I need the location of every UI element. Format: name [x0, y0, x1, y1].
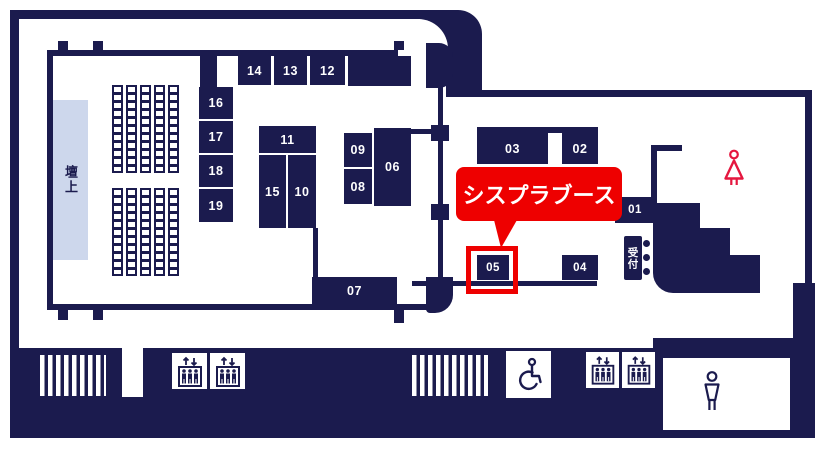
stair-step-1 [653, 203, 700, 232]
wall-right-horizontal [455, 90, 812, 97]
pillar-bottom-a [58, 310, 68, 320]
seating-column [168, 85, 179, 173]
stage-label: 壇上 [63, 165, 78, 195]
elevator-icon [172, 353, 207, 389]
seating-column [112, 188, 123, 276]
wall-thin-vertical [438, 141, 443, 204]
elevator-icon [210, 353, 245, 389]
pillar-bottom-b [93, 310, 103, 320]
band-opening [122, 348, 143, 397]
pillar-top-c [394, 41, 404, 50]
seating-column [140, 188, 151, 276]
wall-thin-horizontal [398, 304, 430, 310]
seating-column [140, 85, 151, 173]
booth-12: 12 [310, 56, 345, 85]
pillar-rounded-bottom [426, 277, 453, 313]
reception-dot [643, 240, 650, 247]
stair-step-3 [653, 255, 760, 293]
stairs-icon [412, 355, 488, 396]
wall-thin-horizontal [411, 129, 432, 134]
booth-08: 08 [344, 169, 372, 204]
booth-19: 19 [199, 189, 233, 222]
hall-wall-bottom [47, 304, 398, 310]
highlight-callout-tail [494, 220, 517, 248]
seating-column [126, 188, 137, 276]
wall-booth-bar [477, 127, 598, 133]
pillar-square-b [431, 204, 449, 220]
booth-13: 13 [274, 56, 307, 85]
booth-10: 10 [288, 155, 316, 228]
reception-dot [643, 254, 650, 261]
seating-column [154, 188, 165, 276]
wall-thin-vertical [438, 220, 443, 278]
pillar-bottom-c [394, 310, 404, 323]
booth-16: 16 [199, 87, 233, 119]
stage-area: 壇上 [53, 100, 88, 260]
wall-thin-horizontal [412, 281, 597, 286]
highlight-frame [466, 246, 518, 294]
seating-column [126, 85, 137, 173]
highlight-callout-label: シスプラブース [456, 167, 622, 221]
bottom-band [10, 348, 653, 438]
women-toilet-icon [724, 149, 744, 185]
hall-wall-left [47, 50, 53, 310]
wall-right-vertical [805, 90, 812, 287]
elevator-icon [622, 352, 655, 388]
booth-03: 03 [477, 133, 548, 164]
service-block [348, 56, 411, 86]
wall-step-vertical [651, 145, 657, 203]
reception-dot [643, 268, 650, 275]
wall-booth-column-connector [200, 50, 217, 87]
stairs-icon [40, 355, 106, 396]
pillar-top-a [58, 41, 68, 50]
seating-column [112, 85, 123, 173]
booth-18: 18 [199, 155, 233, 187]
wall-thin-vertical [313, 228, 318, 278]
seating-column [168, 188, 179, 276]
booth-15: 15 [259, 155, 286, 228]
men-toilet-icon [704, 371, 720, 410]
elevator-icon [586, 352, 619, 388]
reception-label: 受付 [626, 246, 639, 270]
booth-05-highlighted: 05 [477, 255, 509, 280]
pillar-rounded-top [426, 43, 453, 88]
booth-04: 04 [562, 255, 598, 280]
wheelchair-icon [506, 351, 551, 398]
booth-17: 17 [199, 121, 233, 153]
booth-06: 06 [374, 128, 411, 206]
wall-right-foot [793, 283, 815, 438]
wall-step-horizontal [651, 145, 682, 151]
men-toilet-room [663, 358, 790, 430]
pillar-square-a [431, 125, 449, 141]
stair-step-2 [653, 228, 730, 259]
hall-wall-top [47, 50, 398, 56]
booth-02: 02 [562, 133, 598, 164]
wall-frame-top [10, 10, 458, 19]
booth-14: 14 [238, 56, 271, 85]
seating-column [154, 85, 165, 173]
booth-07: 07 [312, 277, 397, 305]
booth-11: 11 [259, 126, 316, 153]
reception-desk: 受付 [624, 236, 642, 280]
booth-09: 09 [344, 133, 372, 167]
pillar-top-b [93, 41, 103, 50]
wall-frame-left [10, 19, 19, 348]
wall-thin-vertical [438, 87, 443, 127]
